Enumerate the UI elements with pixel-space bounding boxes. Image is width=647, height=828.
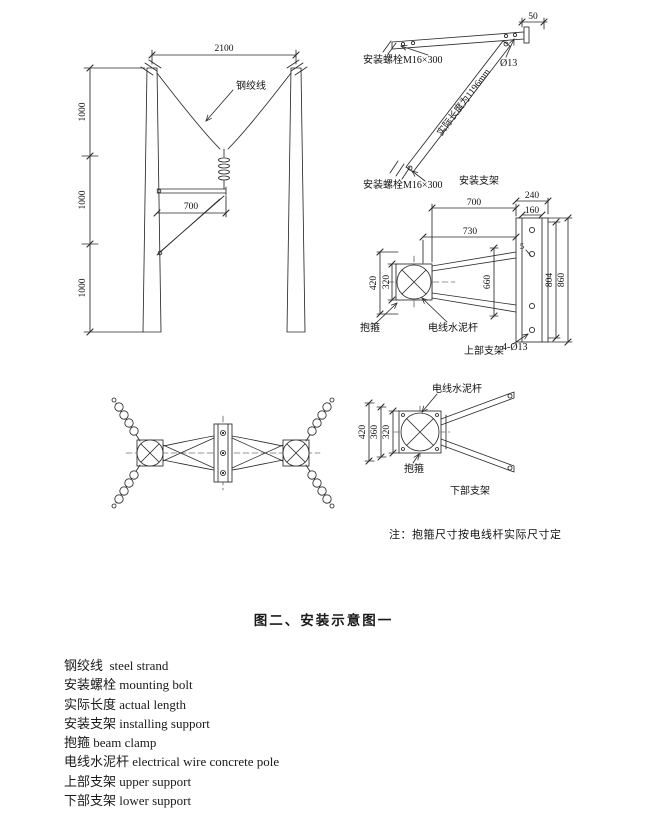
- mounting-bolt-top-label: 安装螺栓M16×300: [363, 53, 443, 66]
- steel-strand-label: 钢绞线: [236, 79, 266, 92]
- hole-label: Ø13: [500, 58, 517, 69]
- insulator-string: [218, 148, 230, 190]
- top-anchor-hatch: [382, 40, 397, 55]
- legend-item-actual-length: 实际长度 actual length: [64, 696, 187, 712]
- dim-420-upper-text: 420: [369, 276, 379, 291]
- legend-item-beam-clamp: 抱箍 beam clamp: [64, 735, 157, 751]
- left-pole: [142, 67, 162, 333]
- legend-item-mounting-bolt: 安装螺栓 mounting bolt: [64, 677, 193, 693]
- dim-320-lower-text: 320: [382, 425, 392, 440]
- dimension-700: 700: [428, 198, 520, 263]
- actual-length-label: 实际长度为1196mm: [434, 66, 493, 138]
- holes-leader: [512, 334, 528, 345]
- legend-item-upper-support: 上部支架 upper support: [64, 773, 192, 789]
- figure-caption: 图二、安装示意图一: [253, 613, 394, 628]
- installing-support-caption: 安装支架: [459, 174, 499, 187]
- clamp-label-upper: 抱箍: [360, 321, 380, 334]
- hole-leader: [505, 39, 515, 58]
- figure-note: 注：抱箍尺寸按电线杆实际尺寸定: [389, 527, 562, 541]
- crossarm-top-view: [111, 397, 335, 509]
- technical-drawing-canvas: 2100 1000 1000 1000: [78, 12, 573, 541]
- dimension-span-2100: 2100: [148, 44, 300, 65]
- crossarm-members: [162, 435, 284, 471]
- insulator-string-upper-right: [305, 397, 335, 442]
- clamp-leader-lower: [412, 454, 419, 464]
- dimension-height-chain: 1000 1000 1000: [78, 64, 146, 336]
- dimension-50: 50: [518, 12, 548, 30]
- pole-leader-lower: [422, 393, 438, 412]
- pole-label-lower: 电线水泥杆: [432, 382, 482, 395]
- insulator-string-upper-left: [111, 397, 141, 442]
- installing-support-view: 50 Ø13 安装螺栓M16×300 实际长度为1196mm 安装螺栓M16×3…: [363, 12, 548, 191]
- bolt-bottom-leader: [412, 171, 426, 182]
- dim-660-text: 660: [483, 275, 493, 290]
- right-pole-top-hardware: [286, 59, 308, 76]
- bolt-top-leader: [401, 46, 429, 56]
- steel-strand-leader: [206, 89, 234, 121]
- dim-height-3-text: 1000: [78, 278, 88, 297]
- clamp-leader-upper: [373, 303, 397, 326]
- clamp-label-lower: 抱箍: [404, 462, 424, 475]
- dim-height-1-text: 1000: [78, 102, 88, 121]
- support-arm: [431, 251, 517, 313]
- dim-bracket-text: 700: [184, 202, 199, 212]
- dim-240-text: 240: [525, 191, 540, 201]
- dim-span-text: 2100: [215, 44, 234, 54]
- bottom-anchor-hatch: [389, 160, 411, 180]
- dim-860-text: 860: [557, 273, 567, 288]
- dim-360-lower-text: 360: [370, 425, 380, 440]
- dim-700-text: 700: [467, 198, 482, 208]
- upper-support-caption: 上部支架: [464, 344, 504, 357]
- dimension-420-360-320-lower: 420 360 320: [358, 399, 400, 465]
- dimension-420-320-upper: 420 320: [369, 248, 399, 318]
- legend-item-installing-support: 安装支架 installing support: [64, 715, 210, 731]
- dim-420-lower-text: 420: [358, 425, 368, 440]
- legend: 钢绞线 steel strand 安装螺栓 mounting bolt 实际长度…: [64, 656, 279, 810]
- dim-320-upper-text: 320: [382, 275, 392, 290]
- upper-support-detail-view: 700 730 240 160 420 320: [360, 191, 573, 357]
- legend-item-concrete-pole: 电线水泥杆 electrical wire concrete pole: [64, 754, 280, 770]
- dimension-240-160: 240 160: [512, 191, 552, 219]
- right-pole: [286, 67, 306, 333]
- pole-bracket: [156, 186, 227, 256]
- insulator-string-lower-left: [111, 464, 141, 509]
- dimension-bracket-700: 700: [153, 195, 230, 218]
- mounting-bolt-bottom-label: 安装螺栓M16×300: [363, 178, 443, 191]
- holes-label: 4-Ø13: [502, 342, 528, 353]
- legend-item-lower-support: 下部支架 lower support: [64, 793, 192, 809]
- dim-730-text: 730: [463, 227, 478, 237]
- pole-leader-upper: [422, 298, 448, 323]
- dimension-660-804-860: 660 804 860: [483, 214, 573, 346]
- dim-height-2-text: 1000: [78, 190, 88, 209]
- dim-804-text: 804: [545, 273, 555, 288]
- lower-support-caption: 下部支架: [450, 484, 490, 497]
- lower-support-detail-view: 420 360 320 电线水泥杆 抱箍 下部支架: [358, 382, 515, 497]
- pole-span-elevation-view: 2100 1000 1000 1000: [78, 44, 308, 336]
- dim-5-text: 5: [520, 241, 524, 251]
- bar-end-plate: [523, 26, 530, 44]
- mounting-plate: [515, 217, 549, 343]
- steel-strand-wire: [156, 72, 292, 150]
- pole-label-upper: 电线水泥杆: [428, 321, 478, 334]
- dim-160-text: 160: [525, 206, 540, 216]
- dimension-730: 730: [419, 227, 520, 264]
- insulator-string-lower-right: [305, 464, 335, 509]
- fork-arms: [440, 391, 515, 473]
- dim-50-text: 50: [528, 12, 538, 22]
- legend-item-steel-strand: 钢绞线 steel strand: [64, 658, 169, 673]
